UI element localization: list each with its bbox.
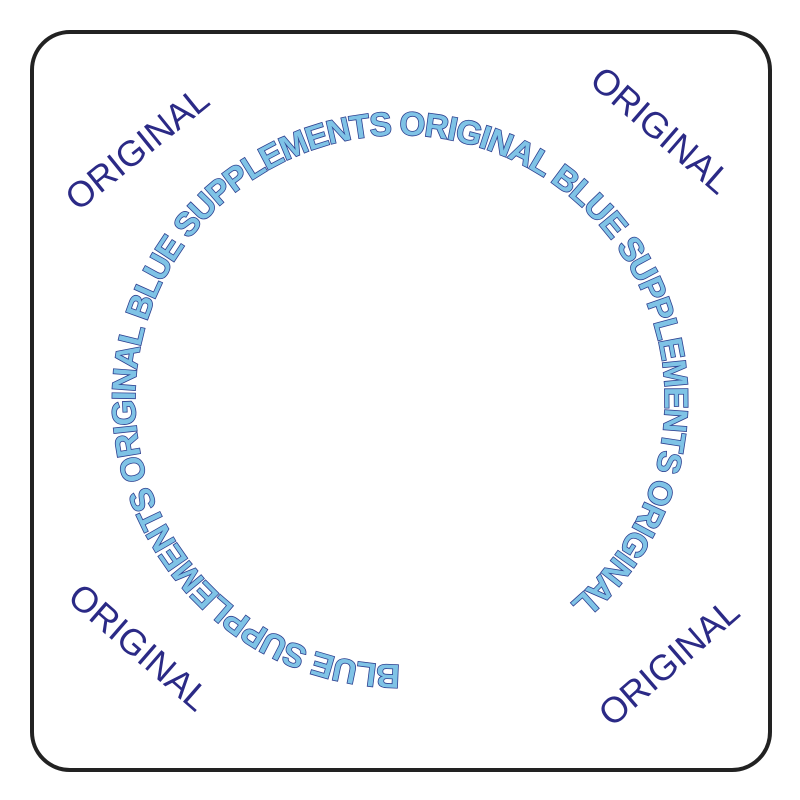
ring-text: BLUE SUPPLEMENTS ORIGINAL BLUE SUPPLEMEN…	[105, 105, 695, 696]
ring-text-path: BLUE SUPPLEMENTS ORIGINAL BLUE SUPPLEMEN…	[104, 104, 696, 696]
label-border	[30, 30, 772, 772]
corner-text-top-right: ORIGINAL	[583, 58, 740, 202]
corner-text-bottom-right: ORIGINAL	[590, 590, 747, 734]
